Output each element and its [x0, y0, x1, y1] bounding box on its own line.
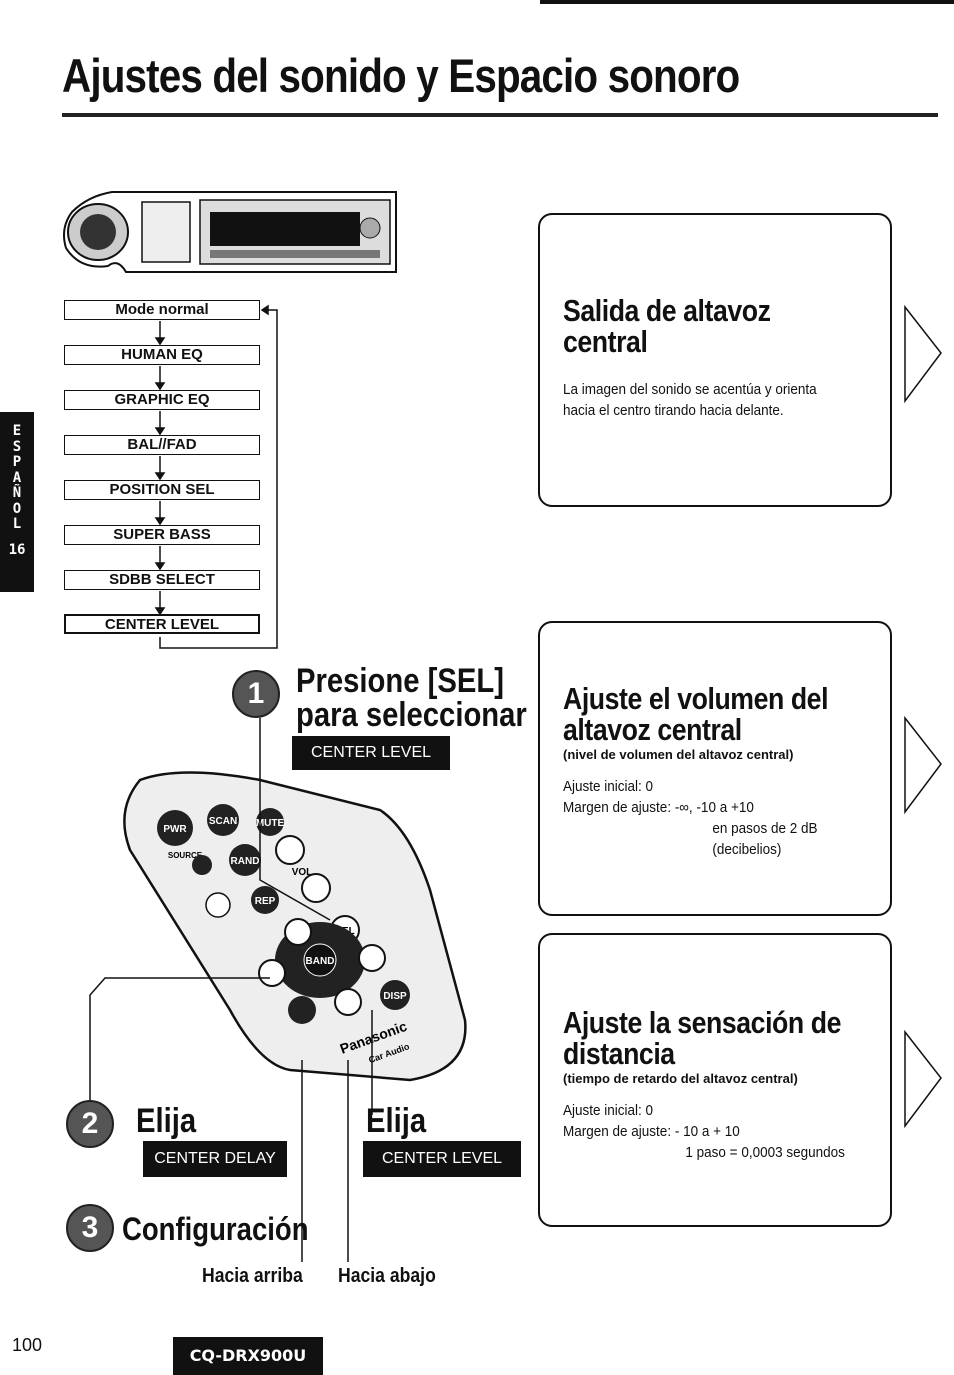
side-tab-letter: L — [12, 516, 22, 532]
step-1-display: CENTER LEVEL — [292, 736, 450, 770]
card-2-title-line2: altavoz central — [563, 712, 742, 747]
mode-item: POSITION SEL — [64, 480, 260, 500]
remote-source-label: SOURCE — [168, 851, 203, 860]
card-2-body-line: Ajuste inicial: 0 — [563, 778, 654, 795]
remote-scan-label: SCAN — [209, 816, 237, 827]
mode-item-selected: CENTER LEVEL — [64, 614, 260, 634]
step-2-title-right: Elija — [366, 1102, 427, 1140]
card-3-arrow-icon — [904, 1030, 942, 1129]
mode-item: SDBB SELECT — [64, 570, 260, 590]
remote-disp-label: DISP — [383, 991, 407, 1002]
card-1-arrow-icon — [904, 305, 942, 404]
page-title: Ajustes del sonido y Espacio sonoro — [62, 49, 740, 102]
card-1-title-line2: central — [563, 324, 648, 359]
head-unit-illustration — [63, 191, 397, 273]
card-2-body-line: (decibelios) — [712, 841, 782, 858]
mode-item: HUMAN EQ — [64, 345, 260, 365]
title-rule — [62, 113, 938, 117]
remote-vol-label: VOL — [292, 867, 313, 878]
card-3-body-line: 1 paso = 0,0003 segundos — [685, 1144, 845, 1161]
card-3-subtitle: (tiempo de retardo del altavoz central) — [563, 1071, 798, 1086]
step-1-title-line2: para seleccionar — [296, 696, 527, 734]
card-3-title-line2: distancia — [563, 1036, 675, 1071]
side-tab-letter: E — [12, 423, 22, 439]
card-2-subtitle: (nivel de volumen del altavoz central) — [563, 747, 794, 762]
card-center-distance: Ajuste la sensación de distancia (tiempo… — [538, 933, 892, 1227]
remote-pwr-label: PWR — [163, 824, 187, 835]
mode-item: GRAPHIC EQ — [64, 390, 260, 410]
card-2-body-line: en pasos de 2 dB — [712, 820, 818, 837]
step-2-badge: 2 — [66, 1100, 114, 1148]
card-center-volume: Ajuste el volumen del altavoz central (n… — [538, 621, 892, 916]
side-tab-letter: P — [12, 454, 22, 470]
mode-item: Mode normal — [64, 300, 260, 320]
side-tab-letter: Ñ — [12, 485, 22, 501]
card-1-title-line1: Salida de altavoz — [563, 293, 771, 328]
card-2-arrow-icon — [904, 716, 942, 815]
remote-control-illustration: PWR SCAN MUTE SOURCE RAND VOL REP SEL BA… — [123, 771, 467, 1082]
card-2-title-line1: Ajuste el volumen del — [563, 681, 829, 716]
mode-item: BAL//FAD — [64, 435, 260, 455]
card-3-title-line1: Ajuste la sensación de — [563, 1005, 841, 1040]
model-badge: CQ-DRX900U — [173, 1337, 323, 1375]
step-1-badge: 1 — [232, 670, 280, 718]
page-number: 100 — [12, 1335, 43, 1355]
card-center-output: Salida de altavoz central La imagen del … — [538, 213, 892, 507]
card-2-body-line: Margen de ajuste: -∞, -10 a +10 — [563, 799, 754, 816]
mode-item: SUPER BASS — [64, 525, 260, 545]
card-1-body-line: La imagen del sonido se acentúa y orient… — [563, 381, 817, 398]
remote-rand-label: RAND — [231, 856, 260, 867]
top-rule — [540, 0, 954, 4]
remote-band-label: BAND — [306, 956, 335, 967]
step-2-display-left: CENTER DELAY — [143, 1141, 287, 1177]
step-1-title-line1: Presione [SEL] — [296, 662, 504, 700]
card-3-body-line: Margen de ajuste: - 10 a + 10 — [563, 1123, 740, 1140]
step-3-badge: 3 — [66, 1204, 114, 1252]
remote-rep-label: REP — [255, 896, 276, 907]
side-tab-letter: A — [12, 469, 22, 486]
up-label: Hacia arriba — [202, 1265, 303, 1287]
step-3-title: Configuración — [122, 1211, 309, 1247]
side-tab-letter: O — [12, 500, 22, 517]
card-3-body-line: Ajuste inicial: 0 — [563, 1102, 654, 1119]
side-tab-letter: S — [12, 438, 22, 455]
language-side-tab: E S P A Ñ O L 16 — [0, 412, 34, 592]
card-1-body-line: hacia el centro tirando hacia delante. — [563, 402, 784, 419]
step-2-title-left: Elija — [136, 1102, 197, 1140]
down-label: Hacia abajo — [338, 1265, 436, 1287]
remote-mute-label: MUTE — [256, 818, 285, 829]
step-2-display-right: CENTER LEVEL — [363, 1141, 521, 1177]
side-tab-number: 16 — [8, 541, 26, 558]
